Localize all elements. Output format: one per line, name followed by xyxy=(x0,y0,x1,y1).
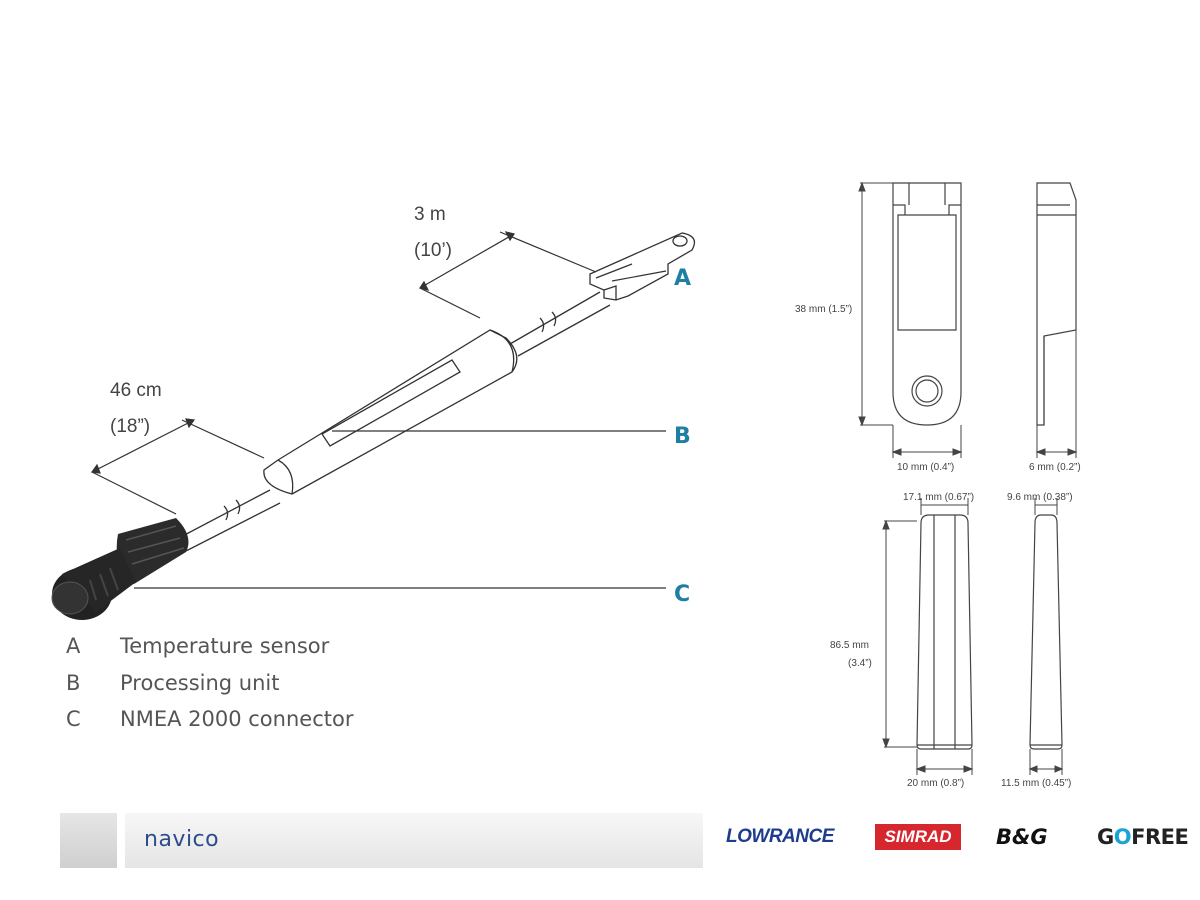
label-unit-bottom-width: 20 mm (0.8”) xyxy=(907,778,964,789)
legend-key: B xyxy=(66,670,81,695)
footer-bar: navico xyxy=(60,813,703,868)
callout-c: C xyxy=(674,582,690,607)
gofree-o: O xyxy=(1113,825,1132,849)
label-18in: (18”) xyxy=(110,416,150,437)
legend-label: NMEA 2000 connector xyxy=(120,707,354,732)
dimension-sensor-width xyxy=(891,425,963,458)
bg-logo: B&G xyxy=(996,822,1048,852)
label-unit-length-in: (3.4”) xyxy=(848,658,872,669)
gofree-rest: FREE xyxy=(1131,825,1189,849)
dimension-sensor-height xyxy=(858,181,893,427)
dimension-46cm xyxy=(90,418,265,515)
callout-b: B xyxy=(674,424,691,449)
lowrance-logo: LOWRANCE xyxy=(726,822,834,852)
unit-side-view xyxy=(1029,514,1063,750)
simrad-logo: SIMRAD xyxy=(875,824,961,850)
label-unit-top-depth: 9.6 mm (0.38”) xyxy=(1007,492,1073,503)
gofree-g: G xyxy=(1097,825,1114,849)
label-sensor-height: 38 mm (1.5”) xyxy=(795,304,852,315)
sensor-front-view xyxy=(892,182,962,426)
legend: A Temperature sensor B Processing unit C… xyxy=(66,628,353,738)
label-46cm: 46 cm xyxy=(110,380,162,401)
legend-row-c: C NMEA 2000 connector xyxy=(66,701,353,738)
label-sensor-depth: 6 mm (0.2”) xyxy=(1029,462,1081,473)
legend-key: A xyxy=(66,634,81,659)
cable-assembly xyxy=(174,232,696,552)
temperature-sensor-icon xyxy=(589,232,696,301)
sensor-side-view xyxy=(1036,182,1077,426)
label-sensor-width: 10 mm (0.4”) xyxy=(897,462,954,473)
lowrance-wordmark: LOWRANCE xyxy=(726,826,834,847)
nmea-connector-icon xyxy=(51,518,189,620)
legend-label: Processing unit xyxy=(120,670,280,695)
callout-leaders xyxy=(134,270,667,589)
label-unit-top-width: 17.1 mm (0.67”) xyxy=(903,492,974,503)
unit-front-view xyxy=(916,514,973,750)
dimension-unit-top-width xyxy=(920,498,969,515)
processing-unit-icon xyxy=(263,329,518,495)
label-unit-bottom-depth: 11.5 mm (0.45”) xyxy=(1001,778,1071,789)
simrad-wordmark: SIMRAD xyxy=(884,827,952,846)
label-unit-length-mm: 86.5 mm xyxy=(830,640,869,651)
dimension-3m xyxy=(419,231,597,319)
footer-gap xyxy=(117,813,125,868)
legend-row-a: A Temperature sensor xyxy=(66,628,353,665)
legend-label: Temperature sensor xyxy=(120,634,330,659)
dimension-unit-bottom-width xyxy=(915,749,974,775)
label-10ft: (10’) xyxy=(414,240,452,261)
dimension-sensor-depth xyxy=(1035,330,1078,458)
dimension-unit-top-depth xyxy=(1034,498,1058,515)
footer-tab xyxy=(60,813,117,868)
label-3m: 3 m xyxy=(414,204,446,225)
legend-key: C xyxy=(66,707,81,732)
dimension-unit-bottom-depth xyxy=(1028,749,1064,775)
navico-logo: navico xyxy=(144,827,220,852)
bg-wordmark: B&G xyxy=(996,825,1048,849)
dimension-unit-length xyxy=(882,519,917,749)
callout-a: A xyxy=(674,266,691,291)
footer-main xyxy=(125,813,703,868)
legend-row-b: B Processing unit xyxy=(66,665,353,702)
